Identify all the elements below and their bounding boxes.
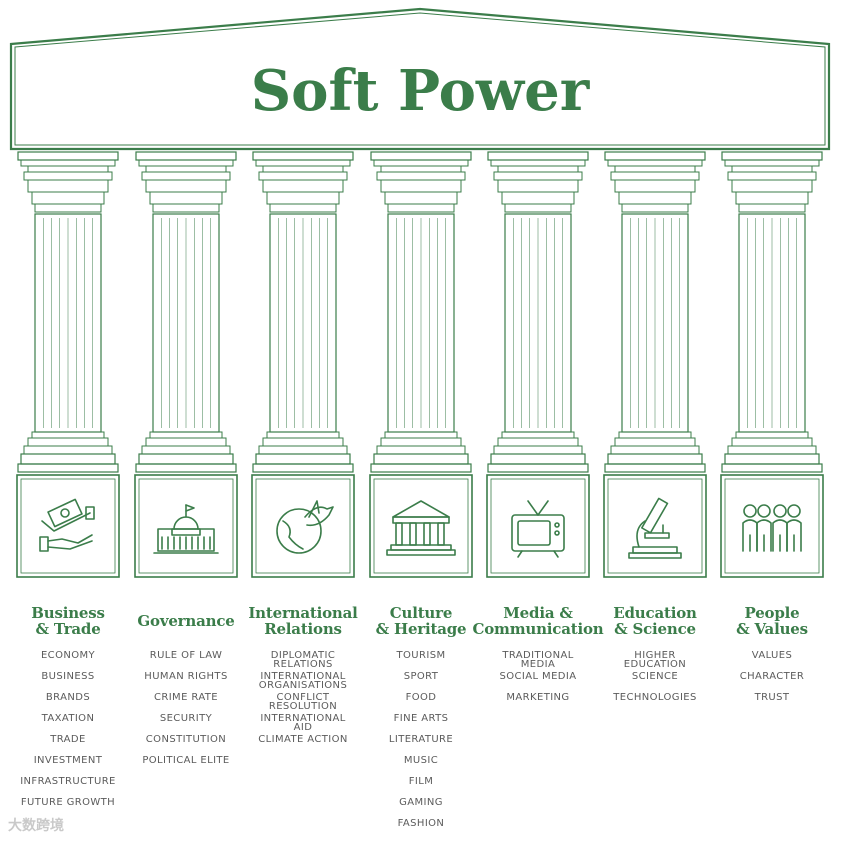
column-5 [487, 152, 589, 577]
globe-dove-icon [277, 501, 333, 553]
watermark: 大数跨境 [8, 815, 64, 835]
pillar-title: Culture & Heritage [362, 604, 480, 638]
pillar-item: BRANDS [9, 693, 127, 714]
pillar-item: POLITICAL ELITE [127, 756, 245, 777]
pillar-title: Education & Science [596, 604, 714, 638]
pillar-item: INFRASTRUCTURE [9, 777, 127, 798]
museum-icon [387, 501, 455, 555]
pillar-item: MARKETING [479, 693, 597, 714]
pillar-item: DIPLOMATIC RELATIONS [244, 651, 362, 672]
people-group-icon [743, 505, 801, 551]
pillar-item: TOURISM [362, 651, 480, 672]
pillar-title: International Relations [244, 604, 362, 638]
pillar-item: FILM [362, 777, 480, 798]
column-7 [721, 152, 823, 577]
pillar-item: LITERATURE [362, 735, 480, 756]
pillar-item: GAMING [362, 798, 480, 819]
column-4 [370, 152, 472, 577]
pillar-item: SOCIAL MEDIA [479, 672, 597, 693]
pillar-item: TRUST [713, 693, 831, 714]
pillar-item: CONSTITUTION [127, 735, 245, 756]
pillar-item: TRADE [9, 735, 127, 756]
pillar-title: People & Values [713, 604, 831, 638]
pillar-item: CHARACTER [713, 672, 831, 693]
column-6 [604, 152, 706, 577]
pillar-item: SPORT [362, 672, 480, 693]
pillar-item: TRADITIONAL MEDIA [479, 651, 597, 672]
pillar-item: FASHION [362, 819, 480, 840]
column-3 [252, 152, 354, 577]
pillar-item: HUMAN RIGHTS [127, 672, 245, 693]
pillar-title: Governance [127, 604, 245, 638]
pillar-item: INTERNATIONAL ORGANISATIONS [244, 672, 362, 693]
pillar-item: BUSINESS [9, 672, 127, 693]
pillar-item: MUSIC [362, 756, 480, 777]
pillar-item: FOOD [362, 693, 480, 714]
pillar-title: Media & Communication [479, 604, 597, 638]
pillar-item: VALUES [713, 651, 831, 672]
pillar-item: CONFLICT RESOLUTION [244, 693, 362, 714]
pillar-item: ECONOMY [9, 651, 127, 672]
pillar-item: TECHNOLOGIES [596, 693, 714, 714]
pillar-item: HIGHER EDUCATION [596, 651, 714, 672]
television-icon [512, 501, 564, 557]
pillar-item: SCIENCE [596, 672, 714, 693]
pillar-item: FINE ARTS [362, 714, 480, 735]
pillar-item: CLIMATE ACTION [244, 735, 362, 756]
microscope-icon [629, 498, 681, 558]
pillar-item: SECURITY [127, 714, 245, 735]
pillar-item: INTERNATIONAL AID [244, 714, 362, 735]
pillar-item: CRIME RATE [127, 693, 245, 714]
pillar-item: RULE OF LAW [127, 651, 245, 672]
capitol-building-icon [154, 505, 218, 553]
pillar-title: Business & Trade [9, 604, 127, 638]
pillar-item: TAXATION [9, 714, 127, 735]
handshake-money-icon [40, 499, 94, 551]
diagram-title: Soft Power [251, 58, 591, 124]
temple-diagram: Soft Power [0, 0, 841, 600]
pillar-item: INVESTMENT [9, 756, 127, 777]
column-1 [17, 152, 119, 577]
